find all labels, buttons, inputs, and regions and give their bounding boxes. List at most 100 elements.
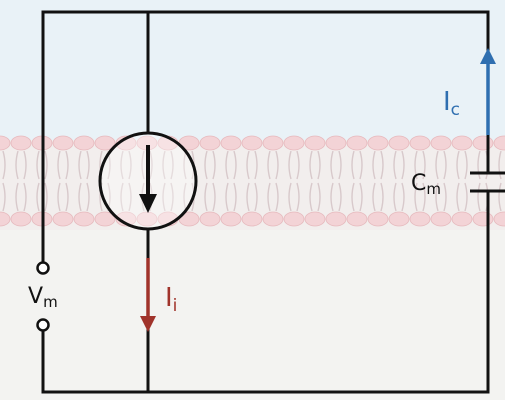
extracellular-region: [0, 0, 505, 140]
lipid-head: [10, 135, 32, 151]
lipid-tail: [162, 182, 166, 212]
lipid-tail: [435, 150, 439, 180]
intracellular-region: [0, 230, 505, 400]
lipid-tail: [359, 182, 363, 212]
lipid-tail: [128, 182, 132, 212]
lipid-tail: [296, 150, 300, 180]
current-source: [98, 131, 198, 231]
lipid-tail: [393, 182, 397, 212]
lipid-head: [283, 135, 305, 151]
lipid-head: [409, 211, 431, 227]
lipid-tail: [254, 182, 258, 212]
lipid-tail: [401, 150, 405, 180]
lipid-head: [409, 135, 431, 151]
lipid-tail: [456, 150, 460, 180]
lipid-head: [220, 135, 242, 151]
lipid-tail: [233, 150, 237, 180]
lipid-head: [199, 211, 221, 227]
lipid-tail: [338, 150, 342, 180]
lipid-tail: [477, 182, 481, 212]
lipid-head: [52, 211, 74, 227]
lipid-head: [430, 211, 452, 227]
lipid-head: [367, 211, 389, 227]
lipid-tail: [44, 150, 48, 180]
lipid-tail: [233, 182, 237, 212]
lipid-tail: [57, 150, 61, 180]
lipid-head: [115, 211, 137, 227]
lipid-tail: [443, 150, 447, 180]
lipid-tail: [149, 150, 153, 180]
lipid-head: [493, 135, 505, 151]
lipid-head: [0, 211, 11, 227]
membrane-voltage-label: Vm: [28, 284, 58, 311]
lipid-head: [346, 135, 368, 151]
voltage-terminal-top: [36, 261, 50, 275]
lipid-head: [304, 135, 326, 151]
lipid-head: [94, 135, 116, 151]
lipid-tail: [275, 150, 279, 180]
lipid-tail: [372, 150, 376, 180]
lipid-tail: [183, 182, 187, 212]
ionic-current-label: Ii: [165, 283, 177, 316]
lipid-tail: [275, 182, 279, 212]
lipid-head: [325, 135, 347, 151]
lipid-tail: [246, 182, 250, 212]
lipid-tail: [44, 182, 48, 212]
lipid-head: [367, 135, 389, 151]
current-source-arrowhead: [139, 194, 157, 213]
lipid-tail: [435, 182, 439, 212]
lipid-tail: [422, 150, 426, 180]
lipid-tail: [477, 150, 481, 180]
lipid-tail: [15, 150, 19, 180]
lipid-tail: [443, 182, 447, 212]
lipid-tail: [15, 182, 19, 212]
lipid-head: [136, 211, 158, 227]
lipid-head: [451, 211, 473, 227]
lipid-tail: [2, 182, 6, 212]
lipid-tail: [498, 182, 502, 212]
lipid-tail: [414, 182, 418, 212]
lipid-tail: [225, 150, 229, 180]
lipid-tail: [225, 182, 229, 212]
lipid-tail: [372, 182, 376, 212]
lipid-tail: [456, 182, 460, 212]
lipid-tail: [296, 182, 300, 212]
lipid-tail: [141, 150, 145, 180]
lipid-head: [388, 211, 410, 227]
capacitive-current-arrowhead: [480, 48, 496, 64]
lipid-tail: [23, 150, 27, 180]
lipid-tail: [330, 182, 334, 212]
lipid-tail: [162, 150, 166, 180]
lipid-head: [199, 135, 221, 151]
lipid-head: [304, 211, 326, 227]
lipid-tail: [204, 150, 208, 180]
lipid-tail: [393, 150, 397, 180]
capacitive-current-label: Ic: [443, 87, 460, 120]
membrane-capacitance-label: Cm: [411, 171, 441, 198]
lipid-tail: [380, 150, 384, 180]
lipid-tail: [317, 182, 321, 212]
lipid-tail: [317, 150, 321, 180]
lipid-tail: [359, 150, 363, 180]
lipid-tail: [212, 150, 216, 180]
lipid-tail: [288, 182, 292, 212]
lipid-tail: [309, 182, 313, 212]
lipid-tail: [254, 150, 258, 180]
lipid-tail: [2, 150, 6, 180]
lipid-tail: [212, 182, 216, 212]
lipid-head: [73, 135, 95, 151]
ionic-current-arrowhead: [140, 316, 156, 332]
lipid-head: [472, 135, 494, 151]
capacitive-current-arrow: [480, 48, 496, 135]
lipid-head: [262, 211, 284, 227]
lipid-tail: [78, 182, 82, 212]
lipid-tail: [267, 150, 271, 180]
lipid-tail: [401, 182, 405, 212]
voltage-terminal-bottom: [36, 318, 50, 332]
lipid-tail: [36, 150, 40, 180]
lipid-tail: [120, 182, 124, 212]
lipid-tail: [86, 182, 90, 212]
lipid-tail: [351, 182, 355, 212]
